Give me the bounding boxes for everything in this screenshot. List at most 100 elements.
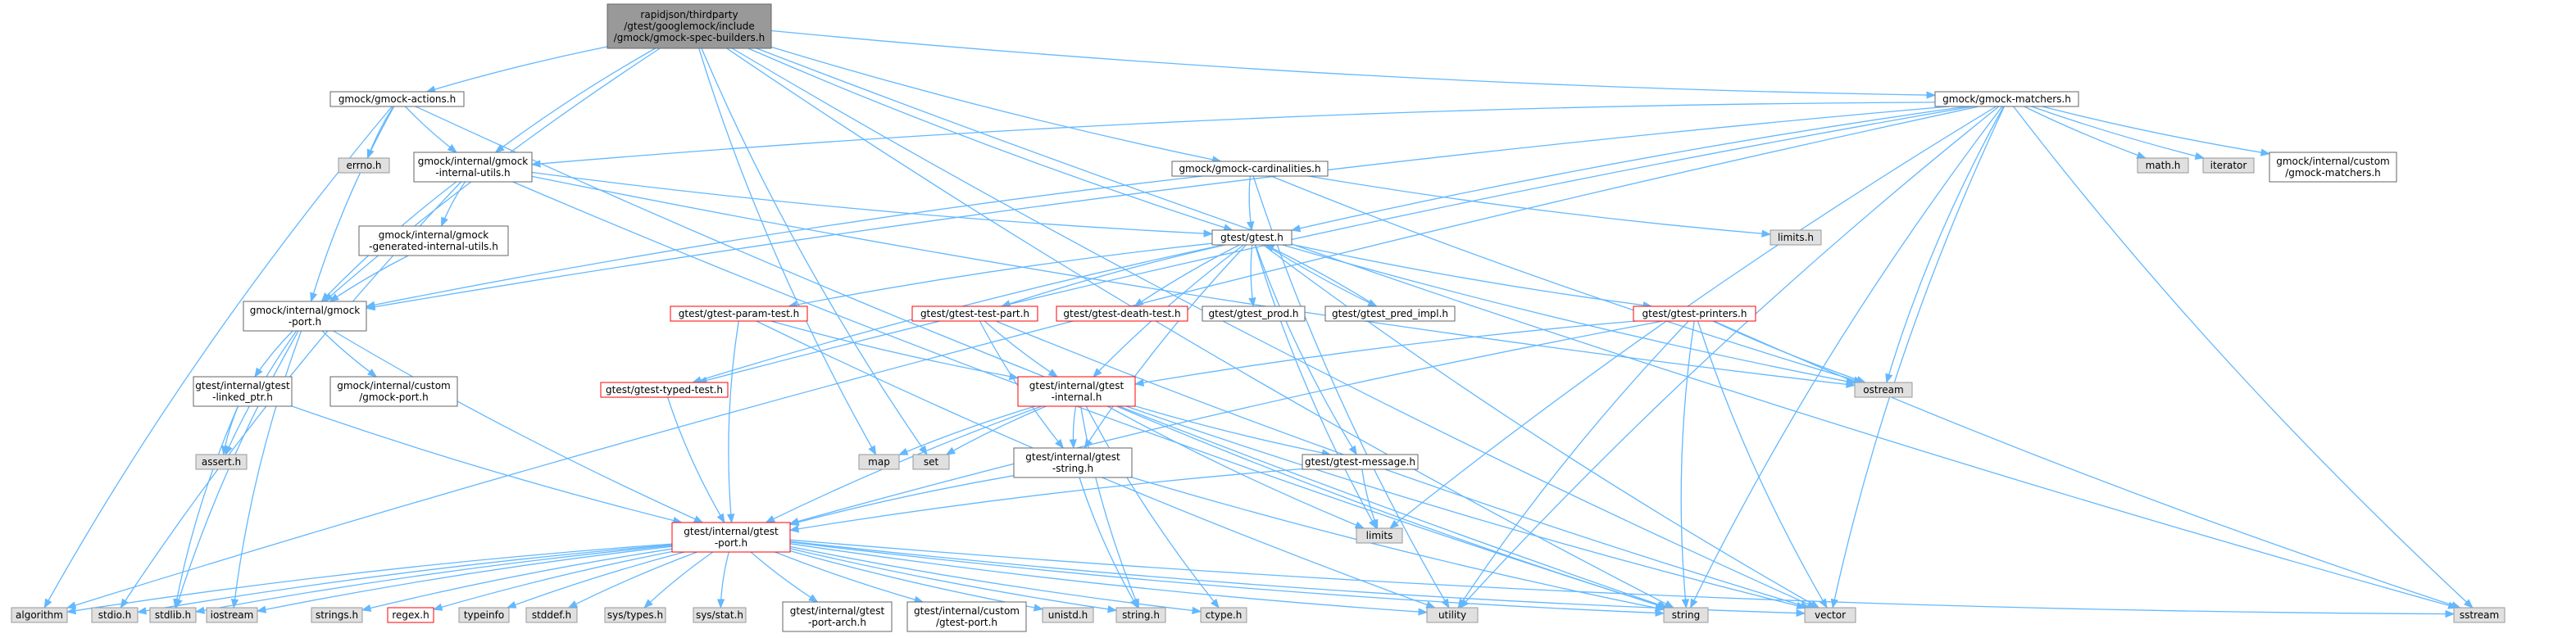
node-box [1017,376,1136,407]
node-box [149,607,197,623]
node-label: gmock/internal/gmock [379,229,489,241]
edge-gtest_port-to-sstream [789,539,2456,618]
node-custom-gtest-port[interactable]: gtest/internal/custom/gtest-port.h [906,601,1027,632]
node-box [2137,157,2189,174]
edge-internal_utils-to-gtest [531,171,1214,238]
node-label: gtest/internal/gtest [684,526,779,537]
node-label: sys/stat.h [696,609,743,621]
node-iostream[interactable]: iostream [206,607,258,623]
node-gtest-prod[interactable]: gtest/gtest_prod.h [1202,305,1306,322]
node-strings[interactable]: strings.h [311,607,363,623]
node-sstream[interactable]: sstream [2453,607,2506,623]
node-gtest-port[interactable]: gtest/internal/gtest-port.h [671,522,791,553]
node-port-arch[interactable]: gtest/internal/gtest-port-arch.h [782,601,893,632]
node-box [329,376,458,407]
node-label: gtest/gtest-death-test.h [1063,308,1180,319]
node-label: ctype.h [1206,609,1243,621]
node-label: gmock/internal/custom [2276,156,2390,167]
node-regex[interactable]: regex.h [387,607,434,623]
node-death-test[interactable]: gtest/gtest-death-test.h [1056,305,1188,322]
node-label: gmock/gmock-actions.h [338,93,456,105]
edge-gtest_port-to-iostream [256,545,673,613]
node-string-h[interactable]: string.h [1115,607,1166,623]
node-label: /gmock-matchers.h [2285,167,2381,179]
node-algorithm[interactable]: algorithm [11,607,68,623]
node-math[interactable]: math.h [2137,157,2189,174]
node-test-part[interactable]: gtest/gtest-test-part.h [911,305,1038,322]
edge-internal_utils-to-generated [440,181,466,228]
node-param-test[interactable]: gtest/gtest-param-test.h [670,305,808,322]
node-gtest[interactable]: gtest/gtest.h [1211,229,1293,246]
node-gtest-string[interactable]: gtest/internal/gtest-string.h [1013,447,1133,478]
node-label: gtest/gtest-test-part.h [920,308,1029,319]
node-label: sys/types.h [607,609,663,621]
node-errno[interactable]: errno.h [338,157,390,174]
node-ctype[interactable]: ctype.h [1200,607,1247,623]
node-ostream[interactable]: ostream [1854,382,1913,398]
node-sys-types[interactable]: sys/types.h [604,607,666,623]
edge-gtest_port-to-stdio [136,544,673,615]
edge-gtest_internal-to-set [945,405,1047,455]
node-limits[interactable]: limits [1356,527,1403,544]
edge-pred_impl-to-gtest [1264,244,1378,307]
node-box [1854,382,1913,398]
node-label: limits [1366,530,1393,541]
edge-gtest-to-limits [1254,244,1377,530]
node-stddef[interactable]: stddef.h [525,607,578,623]
edge-gtest_port-to-port_arch [750,551,819,603]
node-box [195,454,248,470]
node-sys-stat[interactable]: sys/stat.h [693,607,747,623]
node-box [91,607,139,623]
node-label: vector [1815,609,1846,621]
node-label: -port-arch.h [808,617,866,628]
node-generated[interactable]: gmock/internal/gmock-generated-internal-… [358,225,509,256]
edge-gtest_internal-to-limits [1106,405,1365,529]
node-label: set [924,456,939,468]
node-string[interactable]: string [1663,607,1709,623]
edge-root-to-internal_utils [494,48,656,153]
node-label: ostream [1863,384,1903,396]
edge-actions-to-algorithm [43,106,393,609]
node-typed-test[interactable]: gtest/gtest-typed-test.h [600,382,729,398]
edge-internal_utils-to-ostream [531,175,1856,388]
edge-gtest_port-to-sys_stat [716,551,729,609]
node-gtest-internal[interactable]: gtest/internal/gtest-internal.h [1017,376,1136,407]
node-linked-ptr[interactable]: gtest/internal/gtest-linked_ptr.h [193,376,293,407]
node-root[interactable]: rapidjson/thirdparty/gtest/googlemock/in… [607,3,772,49]
node-vector[interactable]: vector [1804,607,1856,623]
node-label: gtest/gtest_pred_impl.h [1332,308,1448,319]
node-iterator[interactable]: iterator [2202,157,2255,174]
edge-gtest_port-to-regex [432,550,673,611]
node-internal-utils[interactable]: gmock/internal/gmock-internal-utils.h [413,152,533,183]
node-utility[interactable]: utility [1426,607,1479,623]
node-label: map [868,456,890,468]
edge-gtest_port-to-algorithm [66,543,673,615]
node-unistd[interactable]: unistd.h [1042,607,1094,623]
edge-linked_ptr-to-stdlib [173,405,239,609]
node-stdlib[interactable]: stdlib.h [149,607,197,623]
node-label: gmock/internal/gmock [250,305,361,316]
node-message[interactable]: gtest/gtest-message.h [1302,454,1419,470]
node-assert[interactable]: assert.h [195,454,248,470]
node-gmock-port[interactable]: gmock/internal/gmock-port.h [243,301,367,332]
node-box [1302,454,1419,470]
edge-gtest_port-to-typeinfo [507,551,685,609]
node-pred-impl[interactable]: gtest/gtest_pred_impl.h [1324,305,1456,322]
node-cardinalities[interactable]: gmock/gmock-cardinalities.h [1171,161,1329,177]
edge-gtest_port-to-strings [361,548,673,612]
node-printers[interactable]: gtest/gtest-printers.h [1633,305,1756,322]
node-set[interactable]: set [912,454,950,470]
node-box [525,607,578,623]
edge-matchers-to-custom_matchers [2042,106,2271,156]
node-custom-port[interactable]: gmock/internal/custom/gmock-port.h [329,376,458,407]
node-box [11,607,68,623]
node-custom-matchers[interactable]: gmock/internal/custom/gmock-matchers.h [2269,152,2397,183]
node-map[interactable]: map [858,454,900,470]
node-typeinfo[interactable]: typeinfo [458,607,510,623]
node-stdio[interactable]: stdio.h [91,607,139,623]
node-limits-h[interactable]: limits.h [1770,229,1822,246]
node-actions[interactable]: gmock/gmock-actions.h [329,91,465,107]
node-matchers[interactable]: gmock/gmock-matchers.h [1934,91,2079,107]
edge-actions-to-internal_utils [405,106,457,153]
